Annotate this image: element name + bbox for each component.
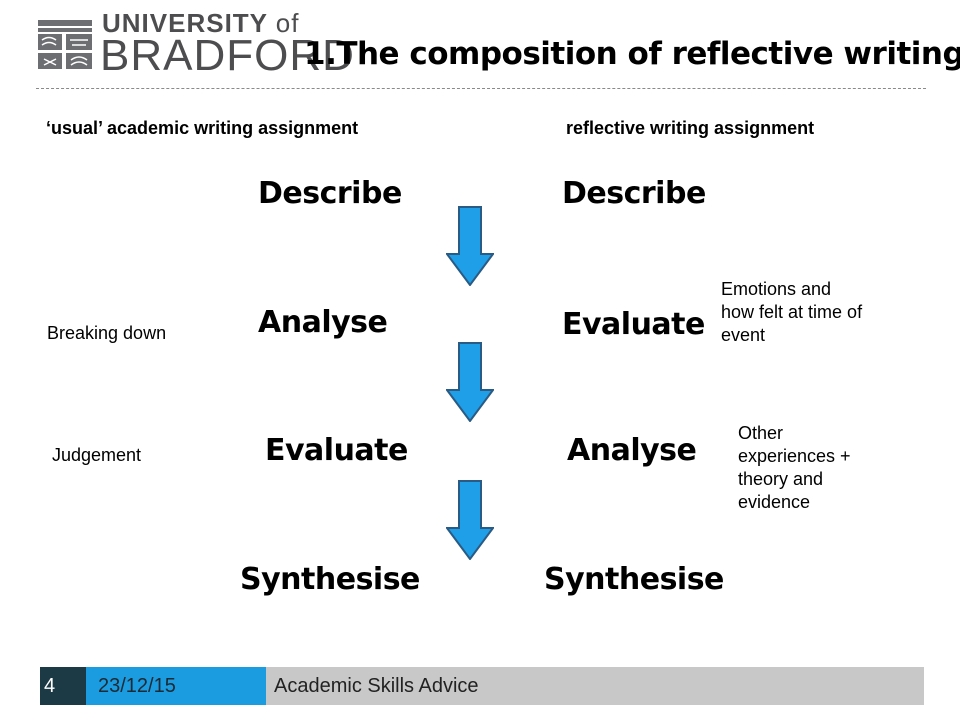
right-step-describe: Describe [562,176,706,211]
down-arrow-icon [446,206,494,286]
left-column-heading: ‘usual’ academic writing assignment [46,118,359,138]
left-step-analyse: Analyse [258,305,388,340]
left-step-describe: Describe [258,176,402,211]
right-step-analyse: Analyse [567,433,697,468]
title-divider [36,88,926,89]
university-crest-icon [38,20,92,69]
note-emotions: Emotions and how felt at time of event [721,279,863,345]
slide-title: 1.The composition of reflective writing [304,36,960,72]
footer-text: Academic Skills Advice [266,667,924,705]
note-judgement: Judgement [52,445,142,465]
slide-number: 4 [40,667,86,705]
note-other-experiences: Other experiences + theory and evidence [738,423,851,512]
logo-bradford-text: BRADFORD [100,31,355,80]
right-step-synthesise: Synthesise [544,562,724,597]
footer-date: 23/12/15 [86,667,266,705]
left-step-synthesise: Synthesise [240,562,420,597]
logo-university-text: UNIVERSITY of [102,8,300,38]
right-step-evaluate: Evaluate [562,307,705,342]
note-breaking-down: Breaking down [47,323,167,343]
down-arrow-icon [446,342,494,422]
left-step-evaluate: Evaluate [265,433,408,468]
down-arrow-icon [446,480,494,560]
right-column-heading: reflective writing assignment [566,118,815,138]
